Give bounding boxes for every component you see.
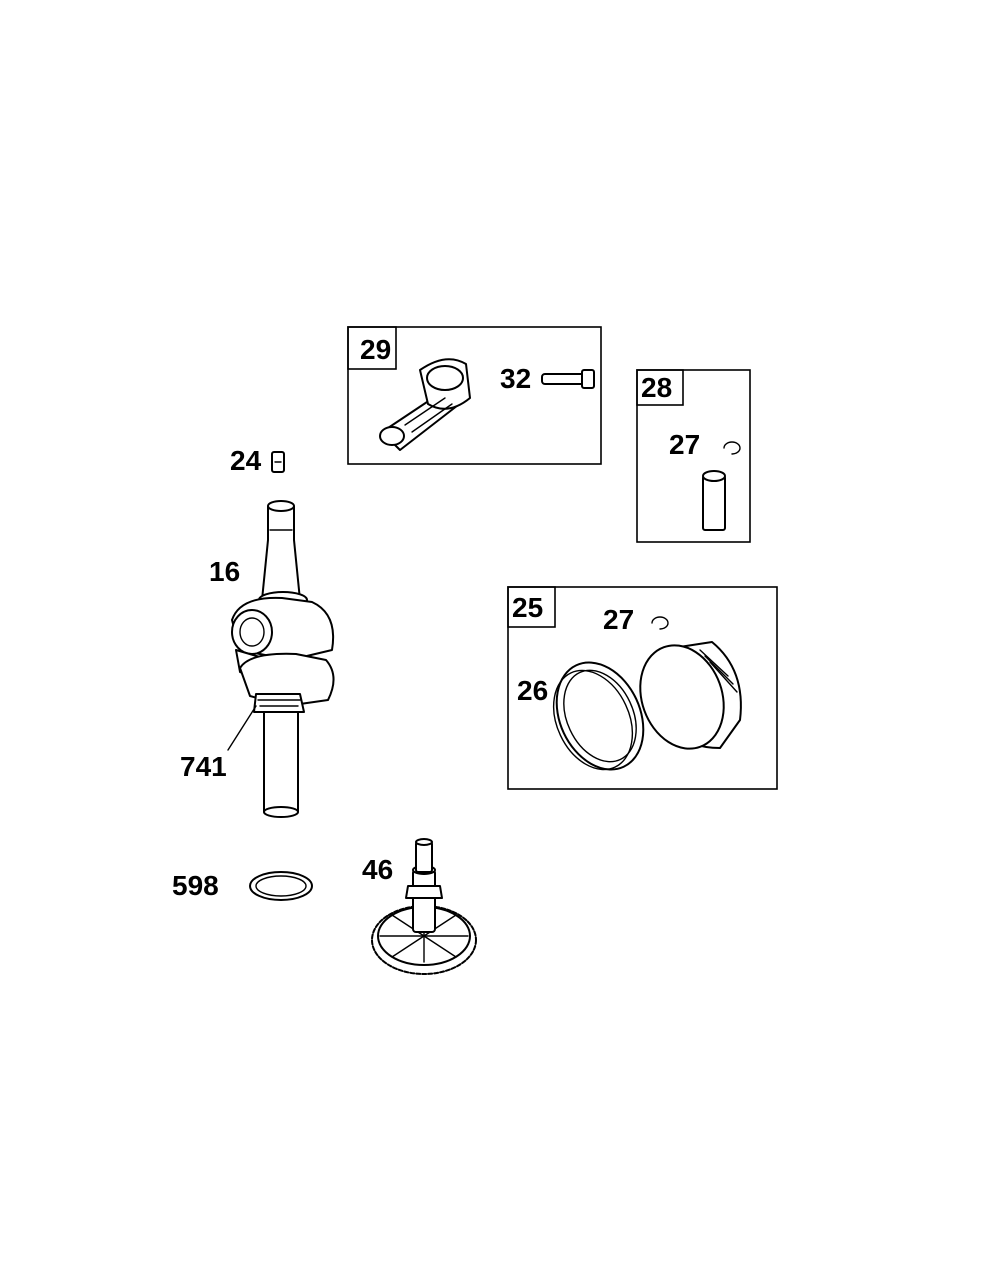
- piston-pin: [702, 470, 726, 531]
- group-29-id-box: [347, 326, 397, 370]
- group-25-frame: [507, 586, 778, 790]
- piston: [639, 641, 742, 750]
- callout-741-leader: [227, 705, 257, 751]
- retaining-clip: [723, 441, 741, 455]
- callout-32: 32: [500, 363, 531, 394]
- callout-741: 741: [180, 751, 227, 782]
- group-25-piston-assembly: 25 27 26: [507, 586, 778, 790]
- group-28-piston-pin-kit: 28 27: [636, 369, 751, 543]
- callout-16: 16: [209, 556, 240, 587]
- group-29-connecting-rod-kit: 29 32: [347, 326, 602, 465]
- connecting-rod: [379, 358, 471, 451]
- retaining-clip-2: [651, 616, 669, 630]
- camshaft-gear: [371, 838, 477, 975]
- group-28-frame: [636, 369, 751, 543]
- group-25-label: 25: [512, 592, 543, 623]
- group-29-frame: [347, 326, 602, 465]
- crankshaft: [231, 500, 335, 818]
- callout-26: 26: [517, 675, 548, 706]
- group-28-id-box: [636, 369, 684, 406]
- callout-46: 46: [362, 854, 393, 885]
- callout-598: 598: [172, 870, 219, 901]
- group-28-label: 28: [641, 372, 672, 403]
- flywheel-key: [271, 451, 285, 473]
- rod-bolt: [541, 369, 595, 389]
- callout-27-piston: 27: [603, 604, 634, 635]
- group-29-label: 29: [360, 334, 391, 365]
- callout-24: 24: [230, 445, 262, 476]
- oil-seal-ring: [249, 871, 313, 901]
- group-25-id-box: [507, 586, 556, 628]
- callout-27-pin-kit: 27: [669, 429, 700, 460]
- piston-ring-set: [552, 661, 645, 771]
